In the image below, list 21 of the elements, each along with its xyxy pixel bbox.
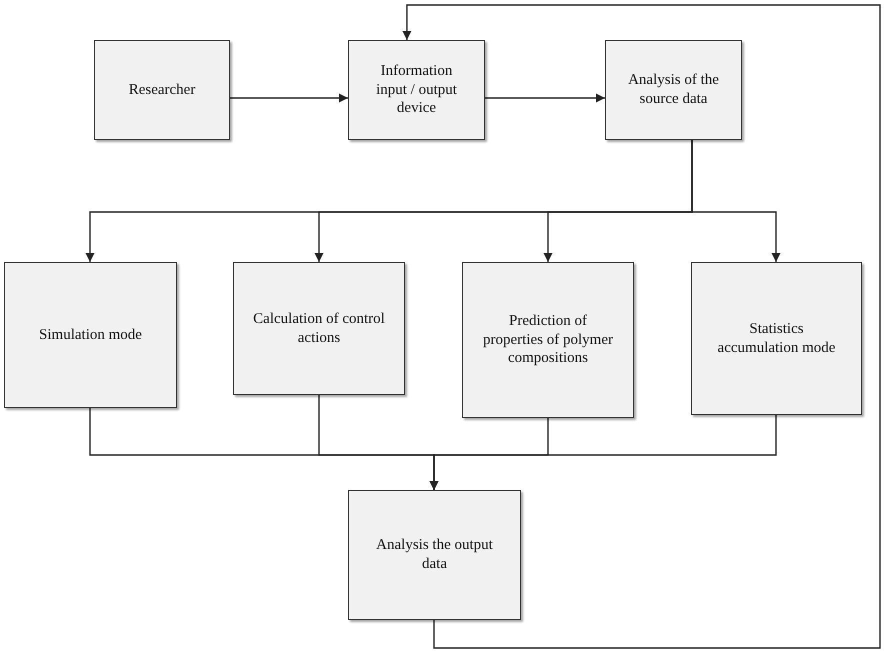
box-label: Simulation mode [39, 326, 142, 344]
process-box [94, 40, 230, 140]
arrow [691, 140, 780, 262]
box-label: Prediction of properties of polymer compositions [482, 312, 614, 368]
arrow [402, 4, 881, 649]
process-box [605, 40, 742, 140]
process-box [462, 262, 634, 418]
arrow [230, 94, 348, 102]
box-label: Analysis the output data [375, 536, 494, 574]
process-box [233, 262, 405, 395]
arrow [485, 94, 605, 102]
process-box [348, 490, 521, 620]
box-label: Calculation of control actions [252, 310, 386, 348]
process-box [4, 262, 177, 408]
box-label: Information input / output device [375, 62, 458, 118]
arrow [430, 415, 777, 490]
box-label: Analysis of the source data [627, 71, 720, 109]
box-label: Statistics accumulation mode [716, 320, 836, 358]
box-label: Researcher [128, 80, 196, 100]
process-box [348, 40, 485, 140]
process-box [691, 262, 862, 415]
